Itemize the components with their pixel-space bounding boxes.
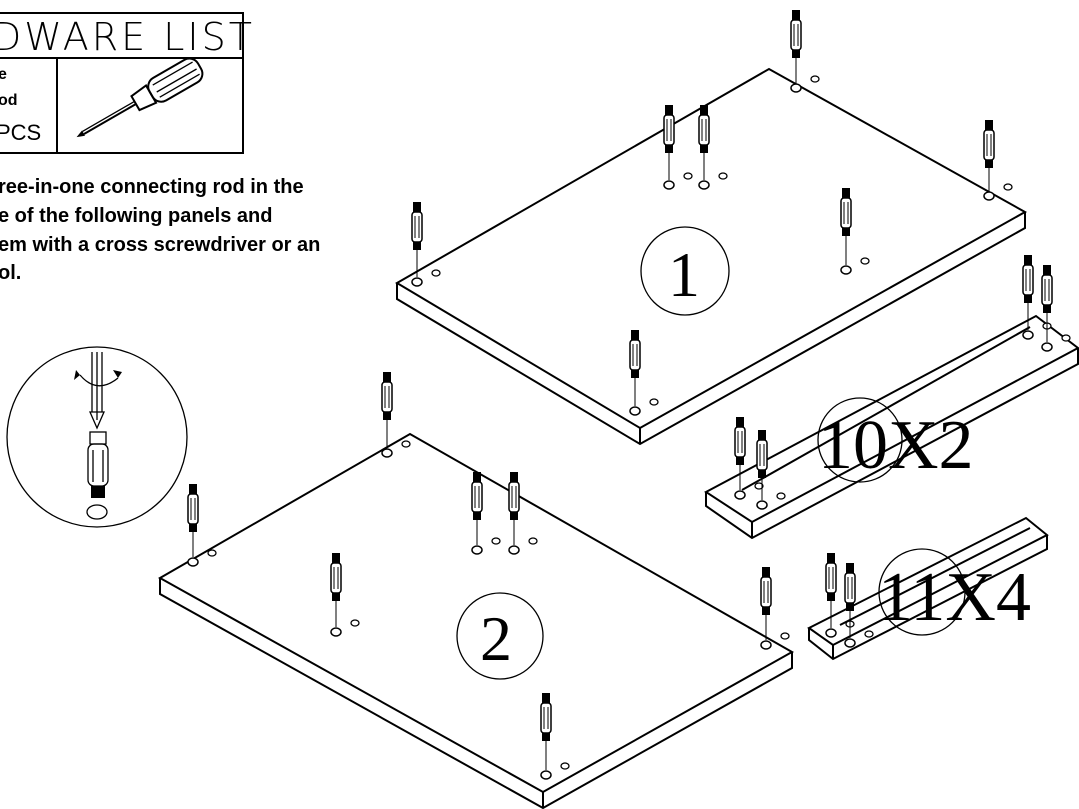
connector-rod (760, 567, 790, 650)
connector-rod (663, 105, 693, 190)
connector-rod (411, 202, 441, 287)
part-10-label: 10X2 (818, 407, 974, 484)
connector-rod (471, 472, 501, 555)
instruction-line4: ol. (0, 262, 21, 284)
connector-rod (187, 484, 217, 567)
connector-rod (381, 372, 411, 458)
connector-rods (187, 10, 1071, 780)
connector-rod (1022, 255, 1052, 340)
detail-circle (6, 346, 188, 528)
part-name-line1: e (0, 66, 7, 83)
hardware-list-table: DWARE LIST e od PCS (0, 12, 255, 154)
connector-rod (540, 693, 570, 780)
connector-rod (756, 430, 786, 510)
part-11-board: 11X4 (807, 516, 1049, 661)
instruction-text: ree-in-one connecting rod in the e of th… (0, 176, 320, 284)
part-quantity: PCS (0, 120, 41, 145)
rotation-arrow-icon (79, 374, 119, 387)
connector-rod (629, 330, 659, 416)
panel-2-label: 2 (480, 603, 512, 674)
part-11-label: 11X4 (878, 559, 1031, 636)
part-10-board: 10X2 (704, 314, 1079, 540)
connector-rod (840, 188, 870, 275)
screwdriver-icon (76, 57, 204, 138)
connector-rod (330, 553, 360, 637)
panel-1: 1 (395, 67, 1028, 446)
connector-rod (983, 120, 1013, 201)
instruction-line3: em with a cross screwdriver or an (0, 234, 320, 256)
connector-rod (844, 563, 874, 648)
connector-rod (734, 417, 764, 500)
panel-2: 2 (157, 432, 795, 809)
connector-rod (698, 105, 728, 190)
panel-1-label: 1 (668, 239, 700, 310)
connector-rod (508, 472, 538, 555)
part-name-line2: od (0, 92, 18, 109)
instruction-line2: e of the following panels and (0, 205, 272, 227)
connector-rod (790, 10, 820, 93)
hardware-list-title: DWARE LIST (0, 15, 255, 59)
connector-rod (825, 553, 855, 638)
connector-rod (1041, 265, 1071, 352)
instruction-line1: ree-in-one connecting rod in the (0, 176, 304, 198)
